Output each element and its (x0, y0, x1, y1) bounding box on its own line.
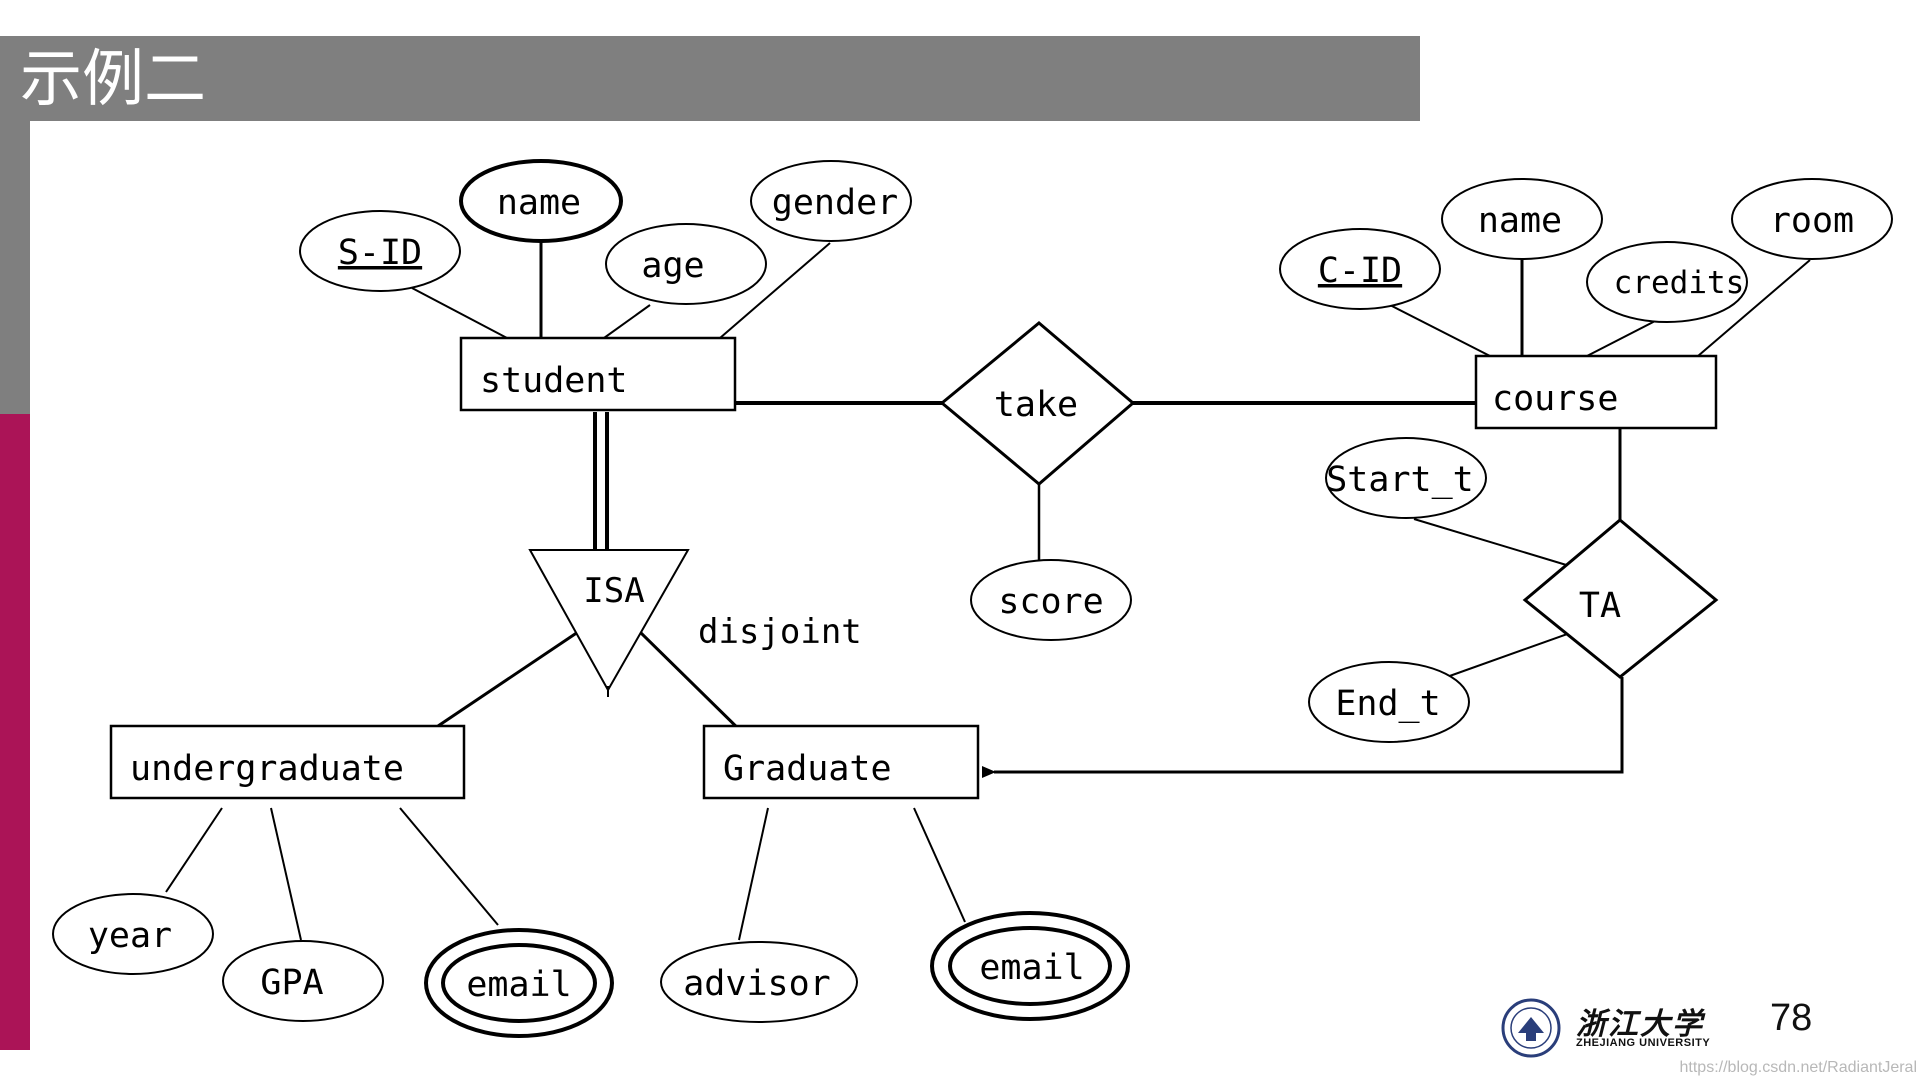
attr-student-sid (299, 210, 461, 292)
attr-course-cid (1279, 228, 1441, 310)
attr-course-name-label: name (1478, 201, 1562, 241)
relationship-take-label: take (994, 385, 1078, 425)
connector-ug-gpa (270, 807, 302, 941)
attr-student-age (605, 223, 767, 305)
attr-ug-gpa-label: GPA (260, 963, 323, 1003)
attr-grad-advisor-label: advisor (683, 964, 831, 1004)
link-ta-graduate-arrow (982, 677, 1624, 778)
attr-ug-email (441, 943, 597, 1023)
connector-ta-start (1413, 518, 1574, 568)
attr-student-name (459, 159, 623, 243)
attr-course-cid-label: C-ID (1318, 251, 1402, 291)
attr-student-gender-label: gender (772, 183, 898, 223)
page-number: 78 (1770, 997, 1813, 1039)
entity-course-label: course (1492, 379, 1618, 419)
connector-student-gender (719, 242, 831, 339)
attr-grad-email-label: email (979, 948, 1084, 988)
connector-grad-advisor (738, 807, 769, 941)
entity-graduate-label: Graduate (723, 749, 892, 789)
attr-grad-email (948, 926, 1112, 1006)
isa-constraint-label: disjoint (698, 612, 862, 652)
connector-ta-end (1443, 631, 1574, 679)
attr-ta-start (1325, 437, 1487, 519)
entity-undergraduate (109, 724, 466, 800)
link-isa-undergraduate (437, 630, 579, 728)
attr-course-room-label: room (1770, 201, 1854, 241)
link-isa-graduate (638, 630, 754, 744)
attr-student-name-label: name (497, 183, 581, 223)
isa-label: ISA (583, 571, 644, 611)
connector-course-cid (1389, 304, 1491, 357)
attr-student-age-label: age (641, 246, 704, 286)
connector-student-age (603, 304, 651, 339)
connector-ug-year (165, 807, 223, 893)
logo-chinese-name: 浙江大学 (1576, 1007, 1704, 1042)
attr-ta-end-label: End_t (1335, 684, 1440, 724)
relationship-ta-label: TA (1579, 586, 1621, 626)
attr-ta-end (1308, 661, 1470, 743)
attr-ug-year-label: year (88, 916, 172, 956)
attr-grad-advisor (660, 941, 858, 1023)
connector-course-room (1697, 259, 1811, 357)
relationship-ta (1522, 518, 1719, 679)
slide-title: 示例二 (20, 42, 207, 115)
entity-graduate (702, 724, 980, 800)
university-logo: 浙江大学 ZHEJIANG UNIVERSITY (1500, 997, 1720, 1058)
attr-course-credits (1586, 241, 1748, 323)
relationship-take (939, 321, 1136, 486)
attr-ug-gpa (222, 940, 384, 1022)
attr-course-room (1731, 178, 1893, 260)
connector-grad-email (913, 807, 966, 923)
connector-student-sid (411, 287, 508, 339)
logo-english-name: ZHEJIANG UNIVERSITY (1576, 1037, 1711, 1049)
attr-ta-start-label: Start_t (1326, 460, 1474, 500)
title-bar (0, 36, 1420, 121)
entity-course (1474, 354, 1718, 430)
isa-triangle (528, 549, 690, 693)
entity-student (459, 336, 737, 412)
connector-course-credits (1586, 319, 1658, 357)
side-bar-gray (0, 121, 30, 414)
watermark: https://blog.csdn.net/RadiantJeral (1679, 1059, 1917, 1076)
university-seal-icon (1501, 998, 1561, 1058)
connector-ug-email (399, 807, 499, 926)
attr-ug-email-label: email (466, 965, 571, 1005)
attr-student-gender (750, 160, 912, 242)
attr-course-name (1441, 178, 1603, 260)
attr-take-score (970, 559, 1132, 641)
entity-undergraduate-label: undergraduate (130, 749, 404, 789)
attr-course-credits-label: credits (1614, 265, 1745, 301)
side-bar-accent (0, 414, 30, 1050)
attr-take-score-label: score (998, 582, 1103, 622)
attr-student-sid-label: S-ID (338, 233, 422, 273)
entity-student-label: student (480, 361, 628, 401)
attr-ug-year (52, 893, 214, 975)
